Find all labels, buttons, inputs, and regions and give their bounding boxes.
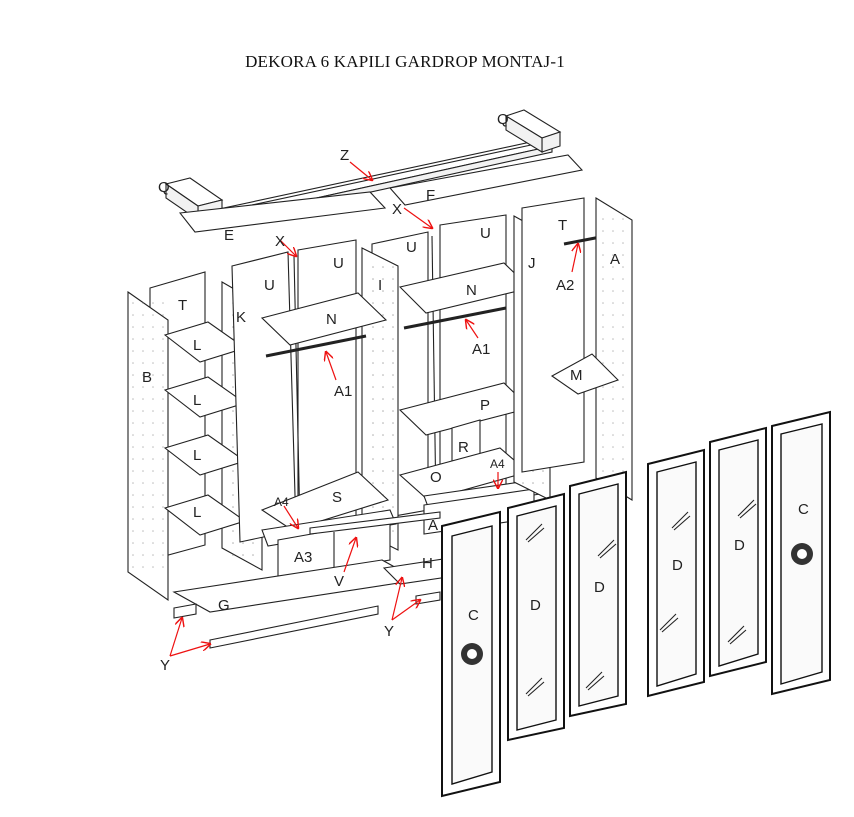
label-y-left: Y [160,657,170,674]
rail-v [309,511,441,535]
label-i: I [378,277,382,294]
plinth-y-right [415,591,441,605]
shelf-m [550,353,620,395]
label-a4-left: A4 [274,495,289,509]
label-k: K [236,309,246,326]
label-x-1: X [392,201,402,218]
label-l-2: L [193,392,201,409]
label-q-left: Q [158,179,170,196]
door-c-front [441,510,501,798]
label-t-right: T [558,217,567,234]
top-panel-f [388,154,584,206]
back-panel-t-right [521,197,585,473]
label-f: F [426,187,435,204]
label-a-drawer: A [428,517,438,534]
diagram-title: DEKORA 6 KAPILI GARDROP MONTAJ-1 [245,52,565,71]
label-v: V [334,573,344,590]
door-d-3 [647,448,705,698]
label-a3: A3 [294,549,312,566]
label-d-1: D [530,597,541,614]
plinth-y-left-1 [173,603,197,619]
label-a1-right: A1 [472,341,490,358]
top-panel-e [178,191,387,233]
label-c-right: C [798,501,809,518]
label-g: G [218,597,230,614]
label-t-left: T [178,297,187,314]
door-d-2 [569,470,627,718]
label-d-4: D [734,537,745,554]
label-d-2: D [594,579,605,596]
label-j: J [528,255,536,272]
label-n-left: N [326,311,337,328]
label-m: M [570,367,583,384]
label-p: P [480,397,490,414]
label-a: A [610,251,620,268]
bottom-shelf-s [260,471,390,531]
label-u-2: U [333,255,344,272]
label-a1-left: A1 [334,383,352,400]
label-u-4: U [480,225,491,242]
shelves-l [163,321,247,536]
door-d-4 [709,426,767,678]
label-u-3: U [406,239,417,256]
label-l-4: L [193,504,201,521]
label-c-front: C [468,607,479,624]
label-n-right: N [466,282,477,299]
label-x-2: X [275,233,285,250]
leader-arrows [169,161,578,657]
label-y-right: Y [384,623,394,640]
foot-q-right [504,109,562,153]
plinth-y-left-2 [209,605,379,649]
label-e: E [224,227,234,244]
shelf-n-left [260,292,388,346]
label-l-1: L [193,337,201,354]
label-z: Z [340,147,349,164]
label-a4-right: A4 [490,457,505,471]
label-o: O [430,469,442,486]
door-d-1 [507,492,565,742]
label-s: S [332,489,342,506]
door-c-right [771,410,831,696]
label-q-right: Q [497,111,509,128]
label-r: R [458,439,469,456]
label-a2: A2 [556,277,574,294]
label-l-3: L [193,447,201,464]
label-b: B [142,369,152,386]
label-u-1: U [264,277,275,294]
label-d-3: D [672,557,683,574]
label-h: H [422,555,433,572]
